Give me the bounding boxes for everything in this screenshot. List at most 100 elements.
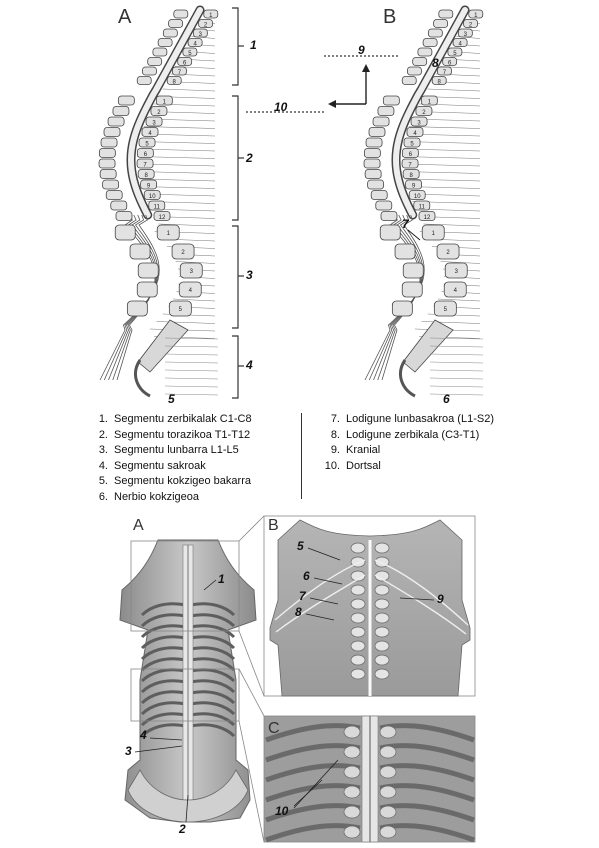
thoracic-number: 9 xyxy=(412,184,416,190)
lumbar-number: 4 xyxy=(454,288,458,294)
bottom-panel-letter-b: B xyxy=(268,517,279,534)
thoracic-vertebra xyxy=(107,116,125,127)
bottom-label-7: 7 xyxy=(299,589,306,603)
cervical-vertebra xyxy=(142,66,157,76)
cervical-number: 7 xyxy=(178,70,182,76)
rib-c-right xyxy=(379,803,475,823)
rib-left xyxy=(140,635,187,650)
legend-item: 5.Segmentu kokzigeo bakarra xyxy=(88,474,298,490)
sacrum xyxy=(402,319,454,373)
cervical-vertebra xyxy=(407,66,422,76)
vertebra-b xyxy=(350,612,366,624)
cervical-number: 4 xyxy=(193,42,197,48)
legend-right: 7.Lodigune lunbasakroa (L1-S2)8.Lodigune… xyxy=(320,412,500,474)
rib-c-right xyxy=(379,823,475,843)
panel-letter-a: A xyxy=(118,6,132,28)
legend-text: Segmentu torazikoa T1-T12 xyxy=(114,428,251,441)
cervical-vertebra xyxy=(157,38,173,47)
lumbar-vertebra xyxy=(401,281,423,298)
legend-text: Lodigune zerbikala (C3-T1) xyxy=(346,428,480,441)
thoracic-vertebra xyxy=(375,200,393,211)
thoracic-vertebra xyxy=(370,190,388,200)
label-5: 5 xyxy=(168,392,175,406)
legend-number: 1. xyxy=(98,413,108,425)
cervical-number: 1 xyxy=(474,13,478,19)
lumbar-vertebra xyxy=(394,243,416,260)
thoracic-vertebra xyxy=(364,169,382,179)
thoracic-number: 12 xyxy=(159,215,166,221)
thoracic-vertebra xyxy=(380,211,398,221)
lumbar-number: 2 xyxy=(181,250,185,256)
thoracic-number: 10 xyxy=(414,194,421,200)
lumbar-number: 1 xyxy=(167,231,171,237)
vertebra-b xyxy=(350,640,366,652)
thoracic-number: 1 xyxy=(163,100,167,106)
thoracic-number: 8 xyxy=(409,173,413,179)
lumbar-number: 4 xyxy=(189,288,193,294)
legend-number: 5. xyxy=(98,475,108,487)
thoracic-vertebra xyxy=(377,106,395,116)
lumbar-vertebra xyxy=(136,281,158,298)
thoracic-vertebra xyxy=(117,95,135,106)
rib-right xyxy=(189,624,236,639)
lumbar-number: 3 xyxy=(190,269,194,275)
rib-left xyxy=(140,602,187,617)
legend-number: 4. xyxy=(98,459,108,472)
cervical-number: 6 xyxy=(183,61,187,67)
arrow-up-icon xyxy=(362,64,370,72)
thoracic-number: 3 xyxy=(152,121,156,127)
dotted-guides xyxy=(246,55,400,113)
thoracic-number: 11 xyxy=(419,205,426,211)
rib-right xyxy=(189,712,236,727)
thoracic-vertebra xyxy=(112,106,130,116)
vertebra-b xyxy=(350,668,366,680)
thoracic-vertebra xyxy=(100,137,118,148)
legend-item: 1.Segmentu zerbikalak C1-C8 xyxy=(88,412,298,428)
rib-left xyxy=(140,712,187,727)
thoracic-number: 10 xyxy=(149,194,156,200)
cervical-number: 5 xyxy=(188,51,192,57)
rib-c-right xyxy=(379,743,475,763)
lumbar-vertebra xyxy=(379,224,401,241)
cervical-number: 5 xyxy=(453,51,457,57)
cervical-vertebra xyxy=(173,9,189,19)
cervical-vertebra xyxy=(401,76,417,85)
cervical-number: 2 xyxy=(469,23,473,29)
rib-left xyxy=(140,657,187,672)
thoracic-number: 3 xyxy=(417,121,421,127)
label-9: 9 xyxy=(358,43,365,57)
lumbar-vertebra xyxy=(126,300,148,317)
cervical-vertebra xyxy=(412,57,428,66)
rib-right xyxy=(189,635,236,650)
panel-c-image xyxy=(263,715,476,843)
rib-right xyxy=(189,679,236,694)
thoracic-number: 4 xyxy=(148,131,152,137)
thoracic-vertebra xyxy=(363,148,381,158)
rib-left xyxy=(140,723,187,738)
rib-right xyxy=(189,602,236,617)
legend-number: 3. xyxy=(98,444,108,456)
cervical-number: 4 xyxy=(458,42,462,48)
rib-left xyxy=(140,624,187,639)
thoracic-vertebra xyxy=(102,179,119,190)
legend-number: 9. xyxy=(330,444,340,456)
lumbar-number: 2 xyxy=(446,250,450,256)
bottom-panel-letter-a: A xyxy=(133,517,144,534)
legend-text: Kranial xyxy=(346,444,381,456)
lumbar-vertebra xyxy=(402,262,424,279)
thoracic-number: 2 xyxy=(157,110,161,116)
legend-item: 6.Nerbio kokzigeoa xyxy=(88,490,298,506)
rib-right xyxy=(189,690,236,705)
thoracic-vertebra xyxy=(110,200,128,211)
bottom-label-10: 10 xyxy=(275,804,289,818)
legend-item: 7.Lodigune lunbasakroa (L1-S2) xyxy=(320,412,500,428)
vertebra-b xyxy=(350,626,366,638)
cervical-vertebra xyxy=(427,28,443,38)
body-a xyxy=(119,515,265,843)
direction-arrows xyxy=(334,70,367,105)
segment-brackets xyxy=(232,7,244,399)
rib-left xyxy=(140,646,187,661)
rib-c-left xyxy=(265,743,361,763)
thoracic-number: 4 xyxy=(413,131,417,137)
